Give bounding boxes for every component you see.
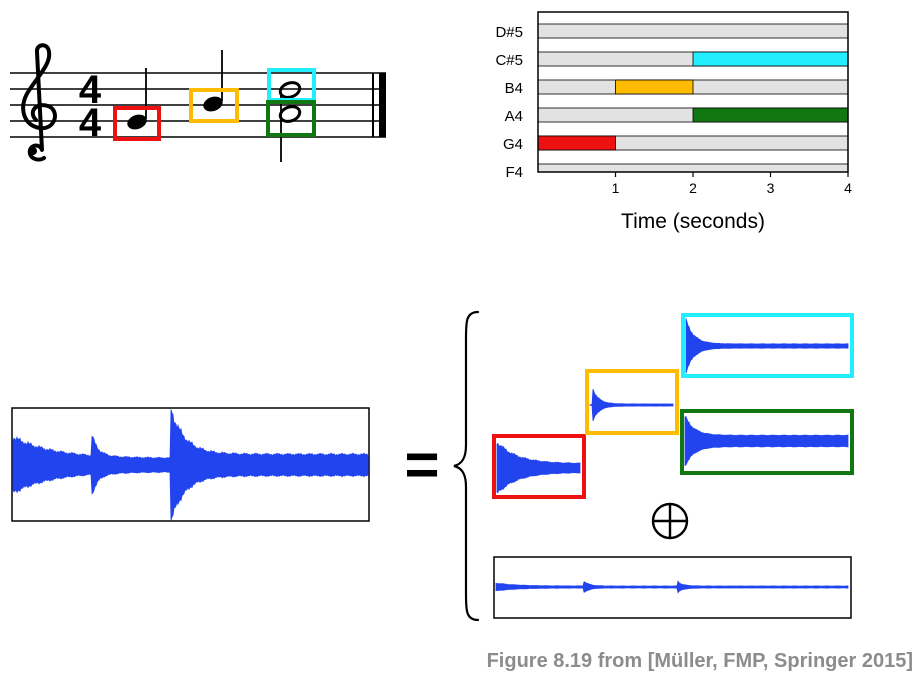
note-highlight-orange	[189, 88, 239, 123]
x-tick-label: 2	[689, 180, 697, 196]
x-tick-label: 1	[612, 180, 620, 196]
waveform-b4	[589, 389, 674, 421]
chord-c5-a4	[278, 81, 302, 162]
waveform-c5	[685, 318, 849, 374]
residual-waveform-signal	[495, 580, 849, 594]
time-signature-bottom: 4	[79, 101, 102, 145]
equals-sign: =	[404, 431, 439, 498]
note-highlight-red	[113, 106, 161, 141]
note-g4	[127, 68, 147, 130]
oplus-icon	[651, 502, 689, 540]
waveform-g4	[496, 442, 581, 493]
pitch-label: F4	[505, 164, 523, 181]
piano-roll-note-b4	[615, 79, 694, 95]
waveform-a4	[684, 416, 849, 467]
note-b4	[203, 50, 223, 112]
piano-roll-row-ds5	[537, 23, 849, 39]
waveform-box-green	[680, 409, 854, 475]
note-highlight-green	[266, 100, 316, 137]
component-waveforms	[492, 313, 854, 619]
barline-thick	[379, 73, 386, 137]
x-tick-label: 4	[844, 180, 852, 196]
pitch-label: B4	[505, 80, 523, 97]
sheet-music: 4 4	[10, 43, 386, 162]
figure-caption: Figure 8.19 from [Müller, FMP, Springer …	[486, 650, 913, 672]
waveform-box-cyan	[681, 313, 854, 378]
piano-roll-notes	[537, 51, 849, 151]
piano-roll-xlabel: Time (seconds)	[621, 210, 765, 233]
piano-roll-note-a4	[692, 107, 849, 123]
time-signature-top: 4	[79, 68, 102, 112]
piano-roll-x-ticks: 1 2 3 4	[612, 172, 852, 196]
waveform-box-orange	[585, 369, 679, 435]
pitch-label: G4	[503, 136, 523, 153]
piano-roll-note-g4	[537, 135, 616, 151]
x-tick-label: 3	[767, 180, 775, 196]
piano-roll-row-f4	[537, 163, 849, 173]
waveform-box-red	[492, 434, 586, 499]
mixed-waveform	[11, 407, 370, 522]
treble-clef-icon	[21, 43, 57, 162]
pitch-label: A4	[505, 108, 523, 125]
pitch-label: C#5	[495, 52, 523, 69]
mixed-waveform-signal	[12, 409, 369, 521]
pitch-label: D#5	[495, 24, 523, 41]
staff-lines	[10, 72, 386, 138]
curly-brace	[453, 310, 480, 622]
piano-roll-note-cs5	[692, 51, 849, 67]
